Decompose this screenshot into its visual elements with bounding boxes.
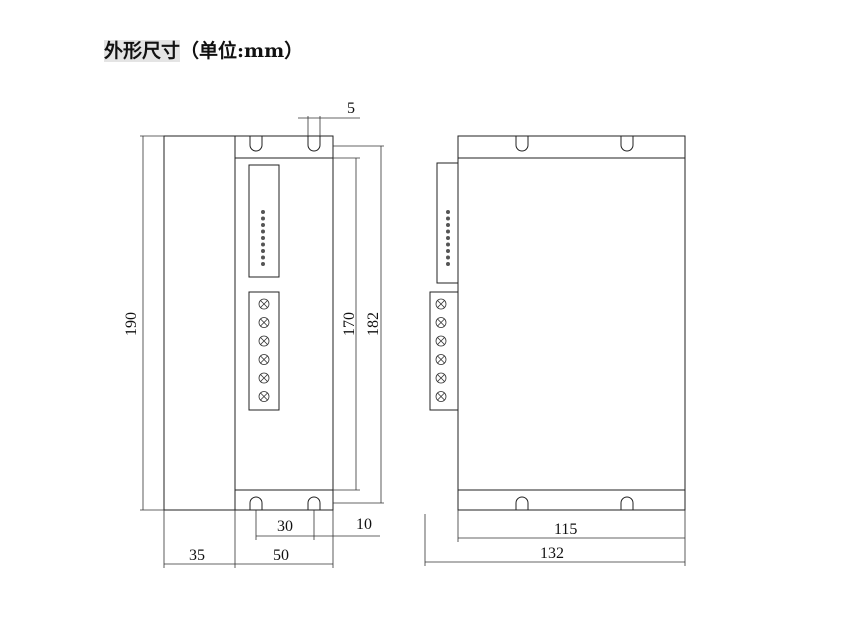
led-dot bbox=[446, 229, 450, 234]
dim-bottom-widths: 35 50 bbox=[163, 510, 334, 568]
side-view bbox=[429, 135, 686, 511]
led-dot bbox=[261, 223, 265, 227]
dim-outer-height: 182 bbox=[333, 145, 384, 504]
terminal-screw-icon bbox=[435, 354, 447, 365]
diagram-title: 外形尺寸（单位:mm） bbox=[104, 36, 303, 63]
led-dot bbox=[261, 249, 265, 253]
bottom-slot-left bbox=[249, 496, 263, 510]
side-bottom-slot-left bbox=[515, 496, 529, 510]
terminal-block bbox=[248, 291, 280, 411]
terminal-screw-icon bbox=[258, 298, 270, 310]
side-top-slot-right bbox=[620, 136, 634, 152]
dim-label-132: 132 bbox=[540, 545, 564, 562]
led-column bbox=[261, 210, 265, 266]
dim-label-30: 30 bbox=[277, 518, 293, 535]
terminal-screw-icon bbox=[258, 335, 270, 347]
dim-total-height: 190 bbox=[123, 135, 164, 511]
terminal-screw-icon bbox=[258, 354, 270, 365]
dim-label-5: 5 bbox=[347, 100, 355, 117]
led-dot bbox=[446, 210, 450, 214]
dim-label-182: 182 bbox=[365, 312, 382, 336]
dim-hole-spacing: 30 10 bbox=[255, 510, 380, 540]
led-dot bbox=[261, 216, 265, 221]
terminal-screw-icon bbox=[258, 391, 270, 402]
led-dot bbox=[261, 262, 265, 266]
front-panel bbox=[235, 135, 334, 511]
terminal-screw-icon bbox=[435, 335, 447, 347]
terminal-screw-icon bbox=[258, 317, 270, 328]
led-dot bbox=[446, 249, 450, 253]
led-panel bbox=[248, 164, 280, 278]
led-dot bbox=[446, 236, 450, 240]
led-dot bbox=[446, 223, 450, 227]
led-dot bbox=[261, 236, 265, 240]
dim-slot-width: 5 bbox=[298, 100, 360, 136]
led-dot bbox=[446, 242, 450, 247]
side-terminal-block bbox=[429, 291, 459, 411]
led-dot bbox=[446, 255, 450, 260]
terminal-screw-icon bbox=[435, 317, 447, 328]
side-top-slot-left bbox=[515, 136, 529, 152]
led-dot bbox=[261, 210, 265, 214]
led-dot bbox=[261, 242, 265, 247]
led-dot bbox=[261, 255, 265, 260]
top-slot-right bbox=[307, 136, 321, 152]
front-view bbox=[163, 135, 334, 511]
dim-side-total-width: 132 bbox=[424, 514, 686, 566]
side-terminal-column bbox=[435, 298, 447, 402]
side-led-connector bbox=[436, 162, 459, 284]
dim-label-35: 35 bbox=[189, 547, 205, 564]
dim-side-inner-width: 115 bbox=[457, 510, 686, 542]
dim-label-170: 170 bbox=[341, 312, 358, 336]
title-unit: （单位:mm） bbox=[180, 40, 304, 62]
led-dot bbox=[261, 229, 265, 234]
side-body bbox=[457, 135, 686, 511]
dim-inner-height: 170 bbox=[333, 157, 360, 491]
terminal-screw-icon bbox=[258, 372, 270, 384]
dim-label-50: 50 bbox=[273, 547, 289, 564]
led-dot bbox=[446, 262, 450, 266]
led-dot bbox=[446, 216, 450, 221]
terminal-screw-icon bbox=[435, 298, 447, 310]
side-led-column bbox=[446, 210, 450, 266]
terminal-screw-icon bbox=[435, 372, 447, 384]
title-main: 外形尺寸 bbox=[104, 40, 181, 62]
top-slot-left bbox=[249, 136, 263, 152]
side-bottom-slot-right bbox=[620, 496, 634, 510]
bottom-slot-right bbox=[307, 496, 321, 510]
flange-body bbox=[163, 135, 236, 511]
terminal-column bbox=[258, 298, 270, 402]
dim-label-10: 10 bbox=[356, 516, 372, 533]
dim-label-190: 190 bbox=[123, 312, 140, 336]
terminal-screw-icon bbox=[435, 391, 447, 402]
dim-label-115: 115 bbox=[554, 521, 577, 538]
